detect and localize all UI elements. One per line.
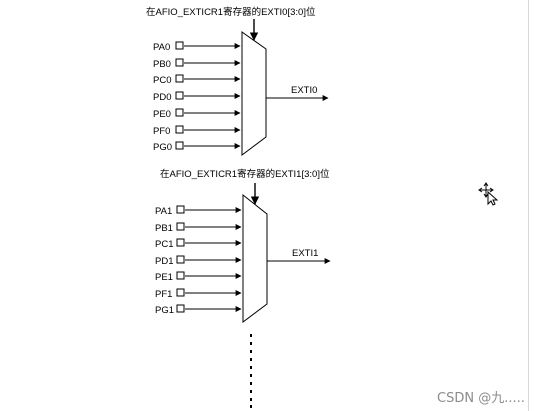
input-label: PG0: [153, 142, 172, 153]
input-label: PF1: [155, 289, 172, 300]
input-label: PB1: [155, 223, 173, 234]
input-row: PC1: [155, 238, 242, 250]
input-pin-box: [176, 288, 185, 297]
input-pin-box: [176, 304, 185, 313]
input-row: PE1: [155, 271, 242, 283]
output-label: EXTI1: [292, 248, 318, 259]
move-cursor-icon: [478, 182, 498, 206]
continuation-dots: [250, 334, 252, 408]
input-pin-box: [176, 255, 185, 264]
input-label: PB0: [153, 59, 171, 70]
input-row: PB1: [155, 222, 242, 234]
mux-group-exti1: 在AFIO_EXTICR1寄存器的EXTI1[3:0]位 PA1 PB1 PC1…: [155, 168, 331, 323]
input-label: PF0: [153, 126, 170, 137]
input-pin-box: [176, 271, 185, 280]
input-label: PC0: [153, 75, 171, 86]
input-pin-box: [176, 205, 185, 214]
input-row: PA0: [153, 41, 241, 53]
input-row: PE0: [153, 108, 241, 120]
input-row: PG0: [153, 141, 241, 153]
input-label: PA0: [153, 42, 170, 53]
input-label: PE1: [155, 272, 173, 283]
input-row: PA1: [155, 205, 242, 217]
input-label: PC1: [155, 239, 173, 250]
frame-border: [528, 0, 529, 411]
input-row: PF0: [153, 125, 241, 137]
input-pin-box: [175, 141, 184, 150]
input-row: PC0: [153, 74, 241, 86]
input-pin-box: [175, 41, 184, 50]
output-label: EXTI0: [291, 85, 317, 96]
input-row: PB0: [153, 58, 241, 70]
input-pin-box: [175, 125, 184, 134]
input-pin-box: [175, 108, 184, 117]
input-label: PE0: [153, 109, 171, 120]
input-row: PD0: [153, 91, 241, 103]
input-pin-box: [175, 58, 184, 67]
input-row: PD1: [155, 255, 242, 267]
input-pin-box: [176, 222, 185, 231]
multiplexer-block: [241, 31, 267, 156]
input-row: PF1: [155, 288, 242, 300]
csdn-watermark: CSDN @九.....: [437, 391, 525, 406]
input-label: PA1: [155, 206, 172, 217]
multiplexer-block: [242, 193, 268, 323]
input-label: PG1: [155, 305, 174, 316]
input-pin-box: [175, 74, 184, 83]
input-label: PD0: [153, 92, 171, 103]
input-pin-box: [175, 91, 184, 100]
mux-group-exti0: 在AFIO_EXTICR1寄存器的EXTI0[3:0]位 PA0 PB0 PC0…: [146, 6, 329, 156]
input-label: PD1: [155, 256, 173, 267]
input-pin-box: [176, 238, 185, 247]
mux-select-title: 在AFIO_EXTICR1寄存器的EXTI1[3:0]位: [160, 168, 330, 180]
input-row: PG1: [155, 304, 242, 316]
mux-select-title: 在AFIO_EXTICR1寄存器的EXTI0[3:0]位: [146, 6, 316, 18]
